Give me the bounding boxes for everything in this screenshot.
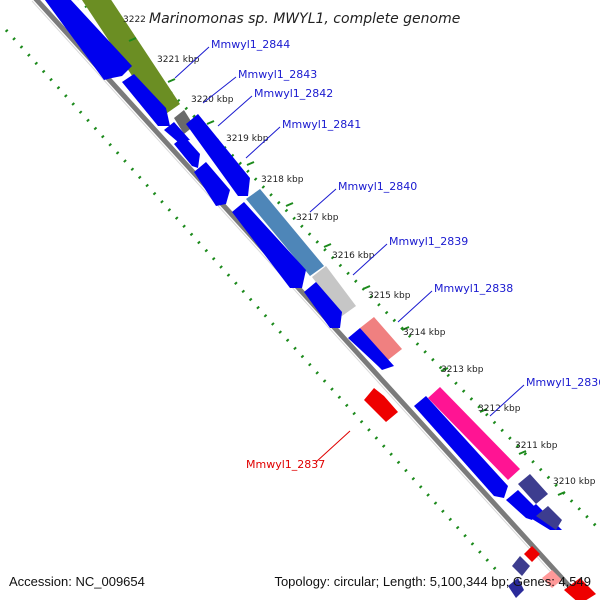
cog-box-slate-1 <box>518 474 548 504</box>
cog-box-salmon <box>360 317 402 360</box>
leader-line-2837 <box>315 430 351 463</box>
tick-label-3222: 3222 <box>123 15 146 25</box>
cog-box-steel <box>246 189 324 276</box>
feature-track-bottom <box>508 546 596 600</box>
cds-arrow-13 <box>536 506 562 530</box>
cds-arrow-7 <box>232 202 306 288</box>
cds-arrow-6 <box>194 162 230 206</box>
tick-mark <box>323 243 332 248</box>
gene-label-2836[interactable]: Mmwyl1_2836 <box>526 376 600 389</box>
tick-mark <box>285 202 294 207</box>
cog-box-pink <box>428 387 520 480</box>
cds-arrow-5 <box>186 114 250 196</box>
tick-track-outer <box>4 0 600 574</box>
tick-mark <box>557 491 566 496</box>
cds-reverse-arrow <box>364 388 398 422</box>
tick-mark <box>128 37 137 42</box>
cog-box-silver <box>312 266 356 316</box>
bottom-red-arrow-2 <box>564 578 596 600</box>
tick-mark <box>362 285 371 290</box>
tick-mark <box>518 450 527 455</box>
bottom-blue-arrow <box>508 578 524 598</box>
tick-label-3210: 3210 kbp <box>553 477 596 487</box>
leader-line-2839 <box>352 243 388 276</box>
leader-line-2838 <box>397 290 433 323</box>
tick-mark <box>440 367 449 372</box>
tick-label-3212: 3212 kbp <box>478 404 521 414</box>
cds-arrow-10 <box>414 396 508 498</box>
tick-label-3217: 3217 kbp <box>296 213 339 223</box>
tick-labels: 3222 3221 kbp 3220 kbp 3219 kbp 3218 kbp… <box>123 15 596 487</box>
gene-label-2843[interactable]: Mmwyl1_2843 <box>238 68 317 81</box>
leader-line-2836 <box>489 384 525 417</box>
tick-label-3214: 3214 kbp <box>403 328 446 338</box>
gene-label-2838[interactable]: Mmwyl1_2838 <box>434 282 513 295</box>
bottom-pink-arrow <box>542 570 562 588</box>
feature-track-cds <box>44 0 562 530</box>
backbone-highlight <box>31 0 577 600</box>
cds-arrow-4 <box>174 136 200 168</box>
genome-summary-text: Topology: circular; Length: 5,100,344 bp… <box>274 574 591 589</box>
tick-mark <box>167 78 176 83</box>
tick-label-3220: 3220 kbp <box>191 95 234 105</box>
leader-line-2844 <box>174 46 210 79</box>
backbone-line <box>33 0 582 600</box>
accession-text: Accession: NC_009654 <box>9 574 145 589</box>
cds-arrow-1 <box>44 0 132 80</box>
leader-line-2841 <box>245 126 281 159</box>
tick-mark <box>206 120 215 125</box>
tick-marks <box>128 37 566 496</box>
tick-label-3218: 3218 kbp <box>261 175 304 185</box>
feature-track-reverse <box>364 388 398 422</box>
tick-label-3219: 3219 kbp <box>226 134 269 144</box>
cds-arrow-2 <box>122 74 170 126</box>
tick-mark <box>401 326 410 331</box>
gene-label-2840[interactable]: Mmwyl1_2840 <box>338 180 417 193</box>
leader-line-2843 <box>202 76 237 104</box>
gene-label-2842[interactable]: Mmwyl1_2842 <box>254 87 333 100</box>
feature-track-cog <box>81 0 548 504</box>
leader-line-2840 <box>309 188 337 213</box>
gene-label-2839[interactable]: Mmwyl1_2839 <box>389 235 468 248</box>
gene-leader-lines <box>174 46 525 463</box>
bottom-slate-arrow <box>512 556 530 576</box>
tick-mark <box>246 161 255 166</box>
backbone <box>31 0 582 600</box>
tick-label-3215: 3215 kbp <box>368 291 411 301</box>
tick-label-3216: 3216 kbp <box>332 251 375 261</box>
outer-dotted-track <box>4 28 500 574</box>
bottom-red-arrow-1 <box>524 546 540 562</box>
gene-labels: Mmwyl1_2844 Mmwyl1_2843 Mmwyl1_2842 Mmwy… <box>211 38 600 471</box>
tick-mark <box>479 408 488 413</box>
tick-label-3211: 3211 kbp <box>515 441 558 451</box>
cds-arrow-9 <box>348 328 394 370</box>
leader-line-2842 <box>217 95 253 127</box>
genome-title: Marinomonas sp. MWYL1, complete genome <box>149 11 460 27</box>
cds-arrow-8 <box>304 282 342 328</box>
gene-label-2837[interactable]: Mmwyl1_2837 <box>246 458 325 471</box>
tick-label-3221: 3221 kbp <box>157 55 200 65</box>
gene-label-2841[interactable]: Mmwyl1_2841 <box>282 118 361 131</box>
gene-label-2844[interactable]: Mmwyl1_2844 <box>211 38 290 51</box>
cog-box-olive-1 <box>81 0 180 118</box>
tick-label-3213: 3213 kbp <box>441 365 484 375</box>
